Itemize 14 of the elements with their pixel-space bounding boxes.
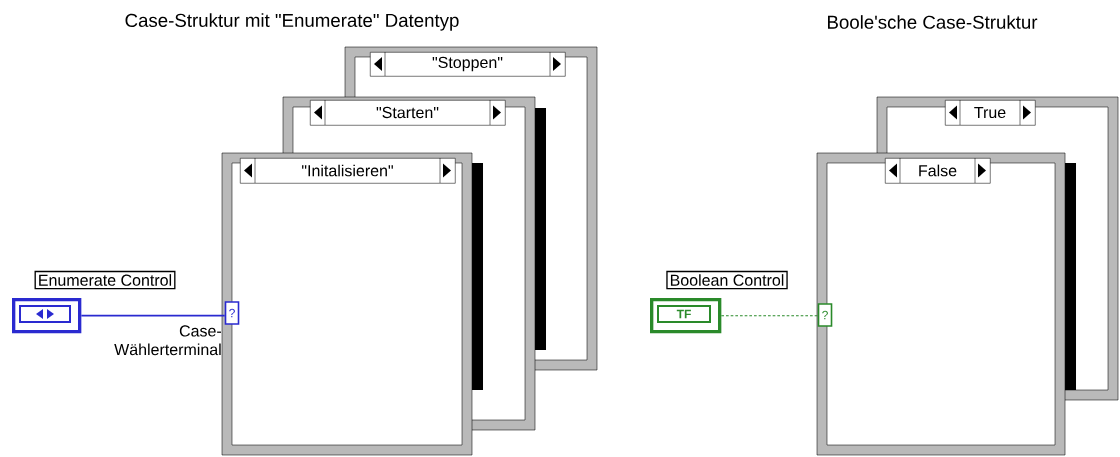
control-terminal: Boolean Control TF: [650, 270, 788, 334]
selector-terminal: ?: [224, 301, 240, 325]
node-label: Boolean Control: [670, 274, 784, 286]
wire: [80, 314, 226, 317]
case-selector: "Initalisieren": [240, 157, 456, 184]
heading: Case-Struktur mit "Enumerate" Datentyp: [125, 13, 459, 31]
case-selector: True: [945, 99, 1036, 126]
case-selector: False: [885, 157, 991, 184]
wire: [720, 315, 819, 317]
case-selector: "Starten": [310, 99, 506, 126]
selector-terminal: ?: [817, 303, 833, 327]
case-selector: "Stoppen": [370, 51, 566, 77]
heading: Boole'sche Case-Struktur: [828, 15, 1038, 29]
control-terminal: Enumerate Control: [12, 270, 176, 334]
